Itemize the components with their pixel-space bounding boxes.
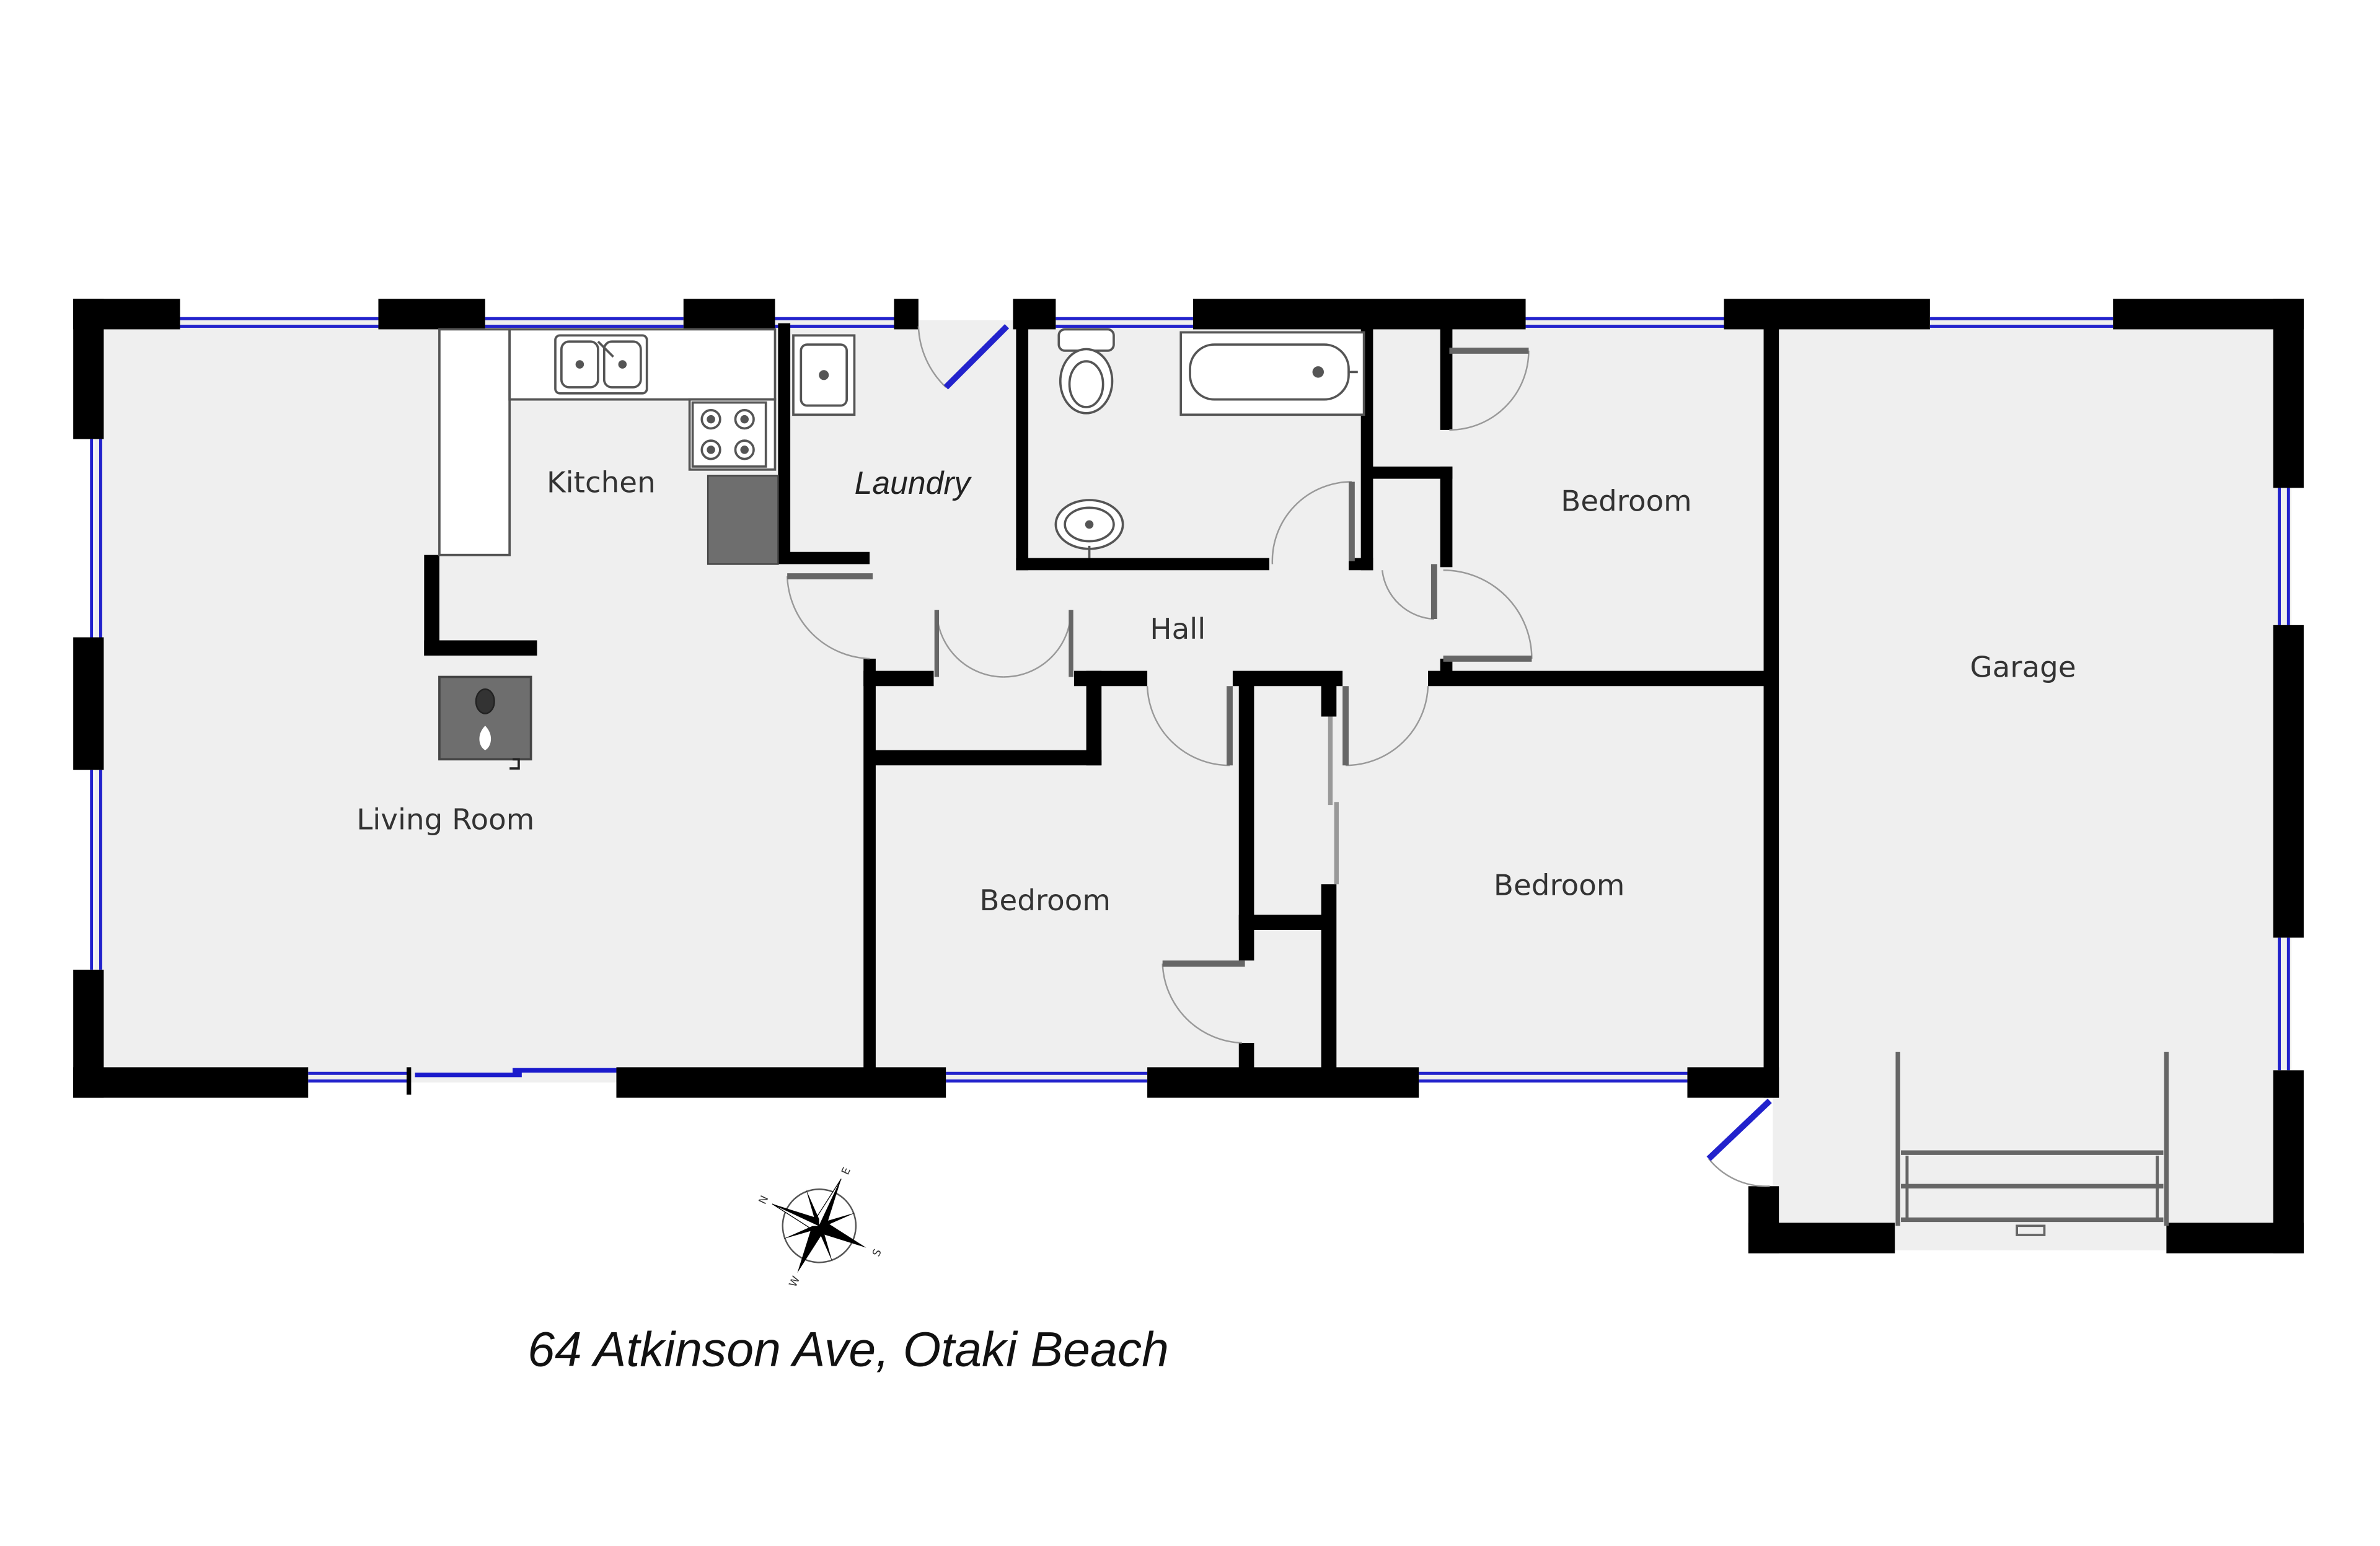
door-swing (1443, 569, 1533, 659)
doors (786, 324, 1772, 1187)
garage-floor (1773, 320, 2292, 1250)
compass-east: E (839, 1166, 853, 1177)
toilet-icon (1057, 328, 1115, 415)
wall (73, 299, 104, 439)
kitchen-bench (438, 328, 511, 556)
wall (863, 670, 934, 687)
stove-icon (691, 401, 767, 468)
door-swing (1271, 481, 1352, 564)
wall (2273, 299, 2304, 488)
wall (73, 1067, 309, 1098)
basin-icon (1054, 499, 1124, 558)
label-living-room: Living Room (356, 804, 534, 837)
bath-icon (1179, 331, 1365, 416)
wall (1147, 1067, 1419, 1098)
wall (2113, 299, 2304, 330)
wall (1192, 299, 1526, 330)
door-swing (1161, 964, 1242, 1044)
fridge-icon (707, 475, 779, 565)
wall (894, 299, 919, 330)
wall (1073, 670, 1148, 687)
wall (1440, 466, 1453, 568)
door-swing (786, 576, 870, 660)
wall (1321, 884, 1337, 1095)
address-title: 64 Atkinson Ave, Otaki Beach (527, 1322, 1169, 1377)
wall (1238, 1043, 1254, 1095)
wall (873, 750, 1102, 766)
wall (683, 299, 775, 330)
door-leaf (943, 324, 1010, 390)
label-hall: Hall (1150, 613, 1205, 646)
wall (2273, 625, 2304, 938)
compass-north: N (757, 1194, 772, 1206)
wall (2166, 1223, 2304, 1254)
wall (1367, 466, 1453, 479)
wall (863, 658, 876, 1095)
door-swing (1346, 686, 1429, 766)
wall (778, 323, 791, 561)
wall (1016, 323, 1029, 571)
fireplace-icon (438, 675, 532, 770)
bedroom-right-floor (1327, 678, 1773, 1083)
wall (616, 1067, 946, 1098)
label-bedroom-left: Bedroom (979, 884, 1110, 918)
wall (1016, 558, 1269, 571)
wall (1428, 670, 1773, 687)
floor-areas (94, 320, 2292, 1250)
wall (778, 551, 870, 564)
hall-floor (870, 564, 1450, 701)
door-swing (1449, 350, 1530, 431)
wall (1440, 323, 1453, 430)
label-garage: Garage (1970, 651, 2076, 684)
label-kitchen: Kitchen (547, 467, 656, 500)
wall (378, 299, 485, 330)
garage-door (1895, 1052, 2169, 1236)
wall (424, 640, 537, 656)
compass-west: W (787, 1275, 803, 1289)
fixtures (438, 328, 2169, 1236)
label-bedroom-top: Bedroom (1561, 485, 1691, 518)
door-swing (1708, 1158, 1770, 1187)
bedroom-top-floor (1373, 320, 1773, 679)
wall (1238, 677, 1254, 961)
walls (73, 299, 2304, 1254)
compass-icon: N S E W (757, 1166, 884, 1289)
windows (90, 317, 2290, 1083)
sink-icon (554, 334, 648, 395)
wall (1238, 915, 1331, 930)
wall (424, 555, 439, 656)
laundry-tub-icon (792, 334, 856, 416)
wall (1748, 1223, 1895, 1254)
sliding-door (407, 1067, 617, 1095)
label-laundry: Laundry (855, 465, 972, 501)
label-bedroom-right: Bedroom (1494, 869, 1624, 902)
door-leaf (1706, 1098, 1772, 1161)
wall (1086, 670, 1102, 766)
wardrobe-floor (1248, 678, 1331, 1083)
door-swing (917, 326, 947, 388)
room-labels: Kitchen Laundry Bedroom Hall Garage Livi… (356, 465, 2076, 1376)
door-swing (1146, 686, 1230, 766)
wall (1724, 299, 1930, 330)
wall (73, 637, 104, 770)
wall (1321, 677, 1337, 717)
compass-south: S (870, 1247, 884, 1258)
wall (1763, 323, 1779, 1098)
door-swing (1381, 570, 1434, 620)
